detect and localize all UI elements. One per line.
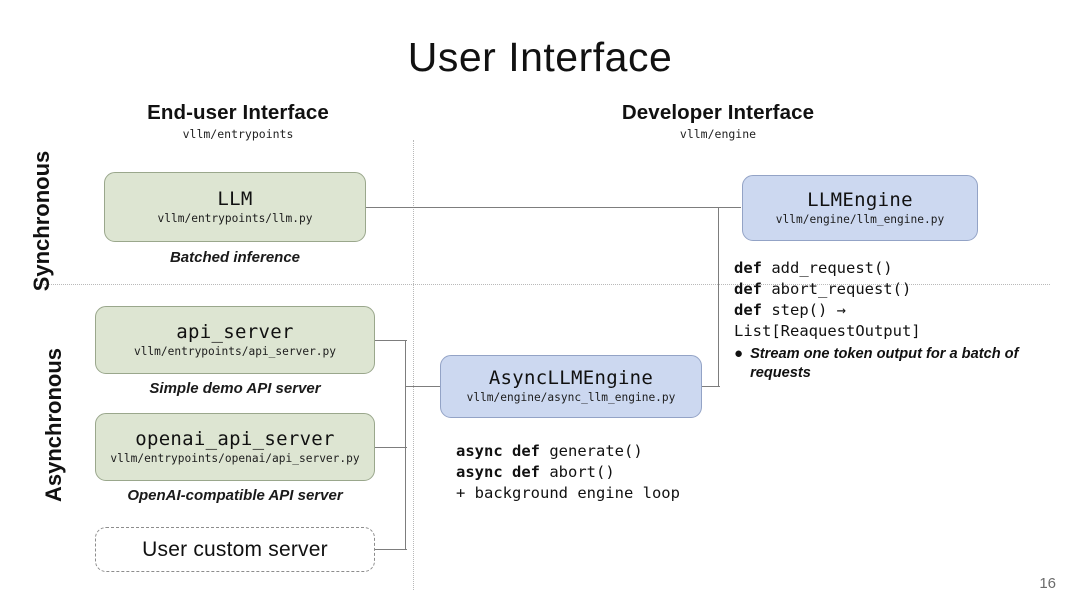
box-title: openai_api_server xyxy=(135,427,335,450)
code-text: add_request() xyxy=(771,259,893,277)
connector-api-server-stub xyxy=(375,340,407,342)
box-title: User custom server xyxy=(142,537,328,561)
code-text: generate() xyxy=(549,442,643,460)
row-label-asynchronous: Asynchronous xyxy=(41,347,66,503)
box-title: LLMEngine xyxy=(807,188,913,211)
code-text: abort_request() xyxy=(771,280,912,299)
code-line: def add_request() xyxy=(734,258,1052,279)
box-llm-engine[interactable]: LLMEngine vllm/engine/llm_engine.py xyxy=(742,175,978,241)
box-path: vllm/engine/async_llm_engine.py xyxy=(466,391,676,405)
caption-api-server: Simple demo API server xyxy=(149,380,321,397)
caption-openai-api-server: OpenAI-compatible API server xyxy=(127,487,343,504)
box-title: LLM xyxy=(217,187,253,210)
connector-async-bracket xyxy=(405,340,407,550)
vertical-divider xyxy=(413,140,414,590)
bullet-dot-icon: ● xyxy=(734,345,744,363)
row-label-synchronous: Synchronous xyxy=(29,150,54,292)
column-header-title: End-user Interface xyxy=(147,101,329,124)
box-async-llm-engine[interactable]: AsyncLLMEngine vllm/engine/async_llm_eng… xyxy=(440,355,702,418)
page-number: 16 xyxy=(1039,575,1056,592)
box-path: vllm/entrypoints/api_server.py xyxy=(133,344,337,358)
code-keyword: def xyxy=(734,280,772,299)
bullet-text: Stream one token output for a batch of r… xyxy=(750,346,1019,381)
async-api-list: async def generate() async def abort() +… xyxy=(456,441,680,504)
horizontal-divider xyxy=(35,284,1050,285)
box-api-server[interactable]: api_server vllm/entrypoints/api_server.p… xyxy=(95,306,375,374)
engine-api-bullet: ● Stream one token output for a batch of… xyxy=(734,345,1052,382)
connector-custom-server-stub xyxy=(375,549,407,551)
column-header-title: Developer Interface xyxy=(621,101,815,124)
connector-engine-vertical xyxy=(718,207,720,387)
box-title: AsyncLLMEngine xyxy=(488,367,654,390)
code-line: List[ReaquestOutput] xyxy=(734,321,1052,342)
code-text: abort() xyxy=(549,463,615,482)
code-keyword: async def xyxy=(456,463,550,482)
code-text: step() → xyxy=(771,301,846,320)
box-openai-api-server[interactable]: openai_api_server vllm/entrypoints/opena… xyxy=(95,413,375,481)
box-path: vllm/engine/llm_engine.py xyxy=(775,212,945,226)
code-line: + background engine loop xyxy=(456,483,680,504)
connector-async-engine-right xyxy=(700,386,720,388)
column-header-path: vllm/entrypoints xyxy=(182,127,294,141)
code-text: + background engine loop xyxy=(456,484,680,503)
code-keyword: def xyxy=(734,301,772,320)
code-line: async def generate() xyxy=(456,441,680,462)
code-line: def abort_request() xyxy=(734,279,1052,300)
page-title: User Interface xyxy=(407,34,673,80)
column-header-developer: Developer Interface vllm/engine xyxy=(578,101,858,141)
column-header-end-user: End-user Interface vllm/entrypoints xyxy=(98,101,378,141)
code-keyword: def xyxy=(734,259,772,277)
code-keyword: async def xyxy=(456,442,550,460)
connector-bracket-to-async-engine xyxy=(405,386,443,388)
code-line: async def abort() xyxy=(456,462,680,483)
box-title: api_server xyxy=(176,320,294,343)
code-text: List[ReaquestOutput] xyxy=(734,322,921,341)
engine-api-list: def add_request() def abort_request() de… xyxy=(734,258,1052,382)
connector-llm-to-engine xyxy=(365,207,741,209)
column-header-path: vllm/engine xyxy=(679,127,757,141)
caption-llm: Batched inference xyxy=(169,249,301,266)
connector-openai-server-stub xyxy=(375,447,407,449)
box-llm[interactable]: LLM vllm/entrypoints/llm.py xyxy=(104,172,366,242)
box-path: vllm/entrypoints/openai/api_server.py xyxy=(110,451,360,465)
box-path: vllm/entrypoints/llm.py xyxy=(157,211,313,225)
box-user-custom-server[interactable]: User custom server xyxy=(95,527,375,572)
code-line: def step() → xyxy=(734,300,1052,321)
